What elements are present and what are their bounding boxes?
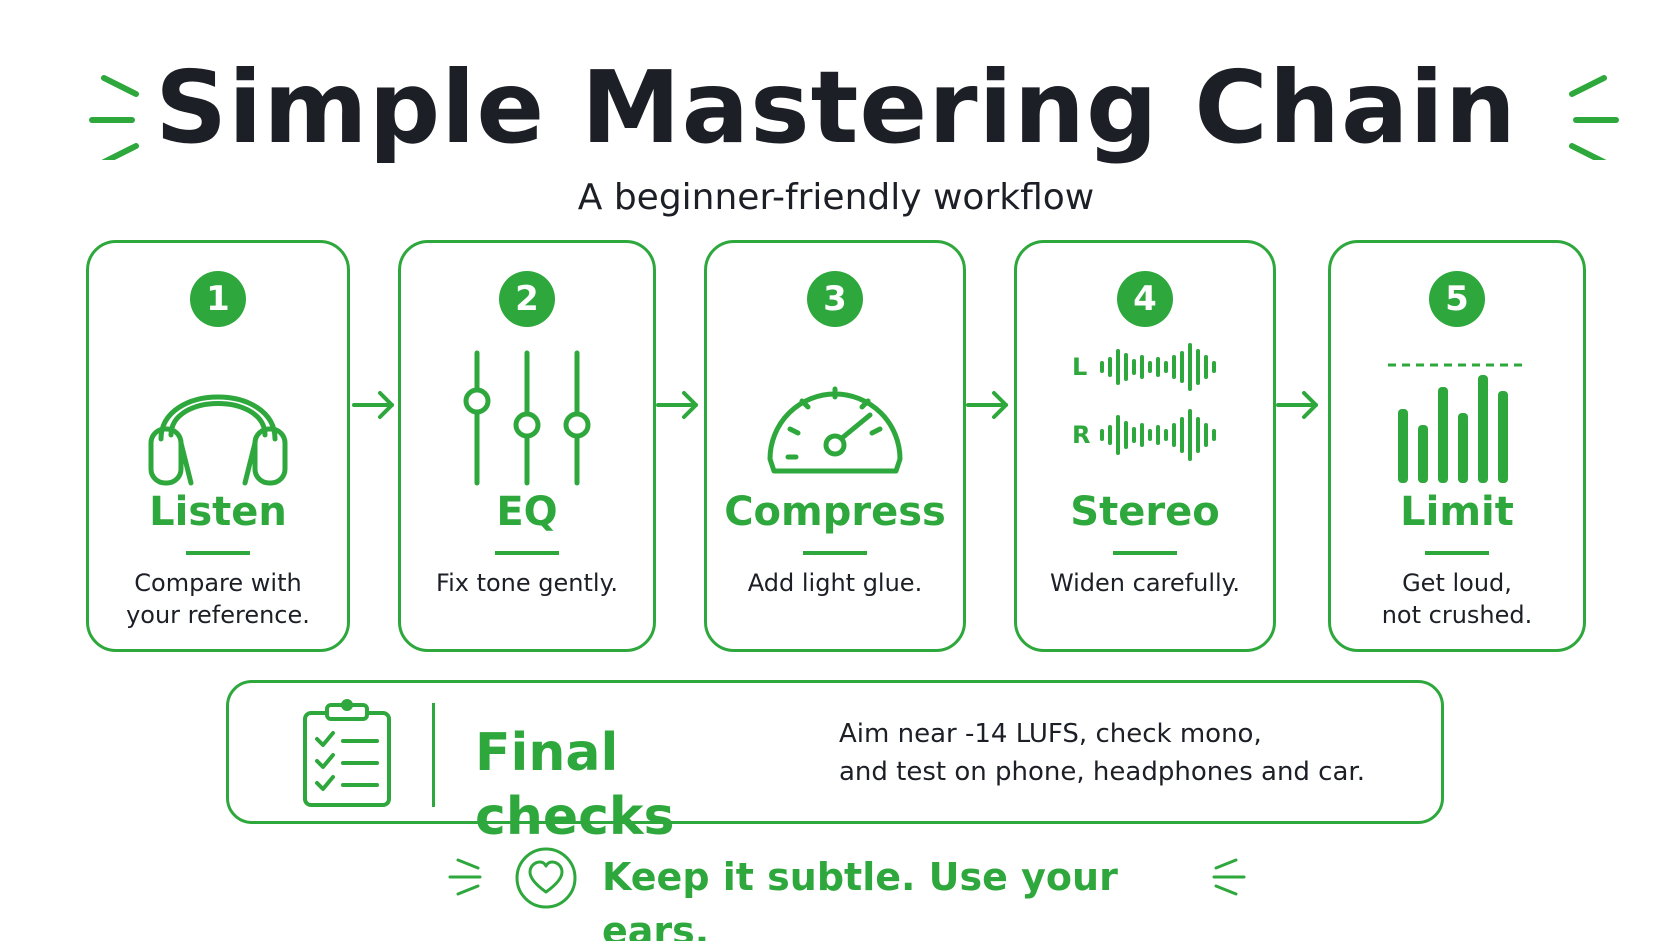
final-divider [432, 703, 435, 807]
step-title: Listen [149, 489, 287, 535]
headphones-icon [148, 394, 288, 486]
step-title: Compress [724, 489, 946, 535]
step-number-badge: 3 [807, 271, 863, 327]
compressor-meter-icon [767, 386, 903, 474]
step-title: Stereo [1070, 489, 1220, 535]
burst-left-icon [448, 858, 482, 896]
step-description: Compare with your reference. [126, 569, 310, 629]
arrow-right-icon [656, 391, 698, 419]
burst-right-icon [1212, 858, 1246, 896]
step-description: Widen carefully. [1049, 569, 1241, 597]
step-divider [186, 551, 250, 555]
final-checks-title: Final checks [475, 723, 675, 847]
step-card-listen: 1 Listen Compare with your reference. [86, 240, 350, 652]
footer-text: Keep it subtle. Use your ears. [602, 855, 1118, 941]
stereo-right-label: R [1072, 421, 1090, 449]
step-divider [1113, 551, 1177, 555]
footer-tagline: Keep it subtle. Use your ears. [0, 842, 1672, 941]
step-number-badge: 2 [499, 271, 555, 327]
final-checks-panel: Final checks Aim near -14 LUFS, check mo… [226, 680, 1444, 847]
burst-right-icon [1569, 75, 1619, 160]
step-divider [1425, 551, 1489, 555]
arrow-right-icon [352, 391, 394, 419]
stereo-left-label: L [1072, 353, 1087, 381]
step-number-badge: 5 [1429, 271, 1485, 327]
burst-left-icon [89, 75, 139, 160]
step-card-compress: 3 Compress Add light glue. [704, 240, 966, 652]
arrow-right-icon [966, 391, 1008, 419]
step-description: Fix tone gently. [436, 569, 618, 597]
step-description: Add light glue. [747, 569, 923, 597]
title-area: Simple Mastering Chain [0, 40, 1672, 180]
arrow-right-icon [1276, 391, 1318, 419]
step-number-badge: 4 [1117, 271, 1173, 327]
stereo-waveform-icon: L R [1072, 343, 1216, 461]
page-subtitle: A beginner-friendly workflow [577, 177, 1095, 218]
page-title: Simple Mastering Chain [155, 49, 1517, 166]
final-checks-text: Aim near -14 LUFS, check mono, and test … [839, 719, 1365, 787]
step-title: EQ [496, 489, 558, 535]
heart-icon [515, 847, 577, 909]
step-description: Get loud, not crushed. [1381, 569, 1533, 629]
eq-sliders-icon [463, 350, 591, 486]
step-divider [803, 551, 867, 555]
step-divider [495, 551, 559, 555]
step-number-badge: 1 [190, 271, 246, 327]
step-card-eq: 2 EQ Fix tone gently. [398, 240, 656, 652]
step-title: Limit [1400, 489, 1514, 535]
clipboard-checklist-icon [303, 699, 391, 807]
step-card-limit: 5 Limit Get loud, not crushed. [1328, 240, 1586, 652]
step-card-stereo: 4 L R Stereo Widen carefully. [1014, 240, 1276, 652]
limiter-bars-icon [1388, 363, 1526, 483]
